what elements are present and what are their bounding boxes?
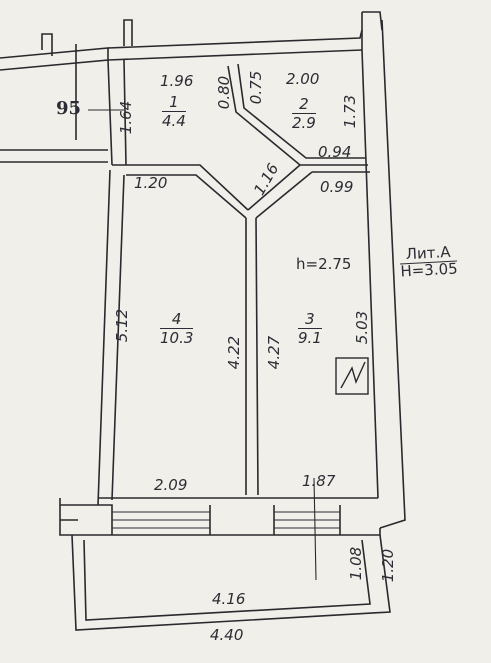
room1-label: 1 4.4 — [162, 95, 186, 129]
ceiling-height: h=2.75 — [296, 255, 352, 273]
dim-0-99: 0.99 — [320, 178, 354, 196]
electrical-panel-icon — [335, 357, 369, 395]
liter-label: Лит.А H=3.05 — [399, 243, 459, 281]
balcony-inner — [83, 539, 371, 621]
dim-room1-width: 1.96 — [160, 72, 194, 90]
dim-room3-bottom: 1.87 — [302, 472, 336, 490]
wall-diagonal-junction — [247, 164, 313, 219]
balcony-center-line — [313, 477, 317, 581]
wall-bottom-outer — [59, 498, 381, 536]
wall-3-4-partition — [245, 217, 259, 496]
wall-room4-left — [97, 169, 125, 506]
wall-left-stub-bottom — [0, 149, 108, 163]
dim-room2-height: 1.73 — [341, 94, 360, 129]
dim-room3-height: 5.03 — [353, 310, 372, 345]
room3-label: 3 9.1 — [298, 312, 322, 346]
dim-room4-bottom: 2.09 — [154, 476, 188, 494]
room4-area: 10.3 — [160, 329, 194, 347]
wall-1-2-partition — [227, 63, 368, 166]
room2-area: 2.9 — [292, 114, 316, 132]
dim-balcony-inner-width: 4.16 — [212, 590, 246, 608]
room3-number: 3 — [298, 312, 322, 329]
dim-0-80: 0.80 — [215, 75, 234, 110]
room4-label: 4 10.3 — [160, 312, 194, 347]
wall-top-outer — [107, 29, 363, 49]
window-lines-left — [112, 511, 210, 529]
dim-balcony-depth: 1.08 — [347, 546, 366, 581]
dim-room2-width: 2.00 — [286, 70, 320, 88]
wall-top-right-notch — [361, 11, 383, 50]
room4-number: 4 — [160, 312, 194, 329]
liter-height: H=3.05 — [399, 259, 459, 281]
balcony-outer — [71, 534, 391, 631]
room1-area: 4.4 — [162, 112, 186, 130]
room1-number: 1 — [162, 95, 186, 112]
wall-right-outer — [379, 19, 406, 529]
wall-left-inner — [107, 59, 127, 166]
dim-balcony-outer-width: 4.40 — [210, 626, 244, 644]
wall-below-room1 — [112, 164, 249, 219]
dim-room1-height: 1.64 — [117, 100, 136, 135]
dim-0-75: 0.75 — [247, 70, 266, 105]
plan-number: 95 — [56, 98, 82, 119]
dim-0-94: 0.94 — [318, 143, 352, 161]
dim-balcony-side: 1.20 — [379, 548, 398, 583]
wall-left-stub-top — [0, 47, 109, 71]
wall-right-inner — [361, 49, 379, 499]
room2-label: 2 2.9 — [292, 97, 316, 131]
room2-number: 2 — [292, 97, 316, 114]
dim-4-27: 4.27 — [265, 335, 284, 370]
wall-top-inner — [107, 49, 363, 61]
wall-top-posts — [41, 19, 133, 140]
window-lines-right — [274, 511, 340, 529]
dim-room4-height: 5.12 — [113, 308, 132, 343]
dim-room4-top: 1.20 — [134, 174, 168, 192]
dim-4-22: 4.22 — [225, 335, 244, 370]
room3-area: 9.1 — [298, 329, 322, 347]
